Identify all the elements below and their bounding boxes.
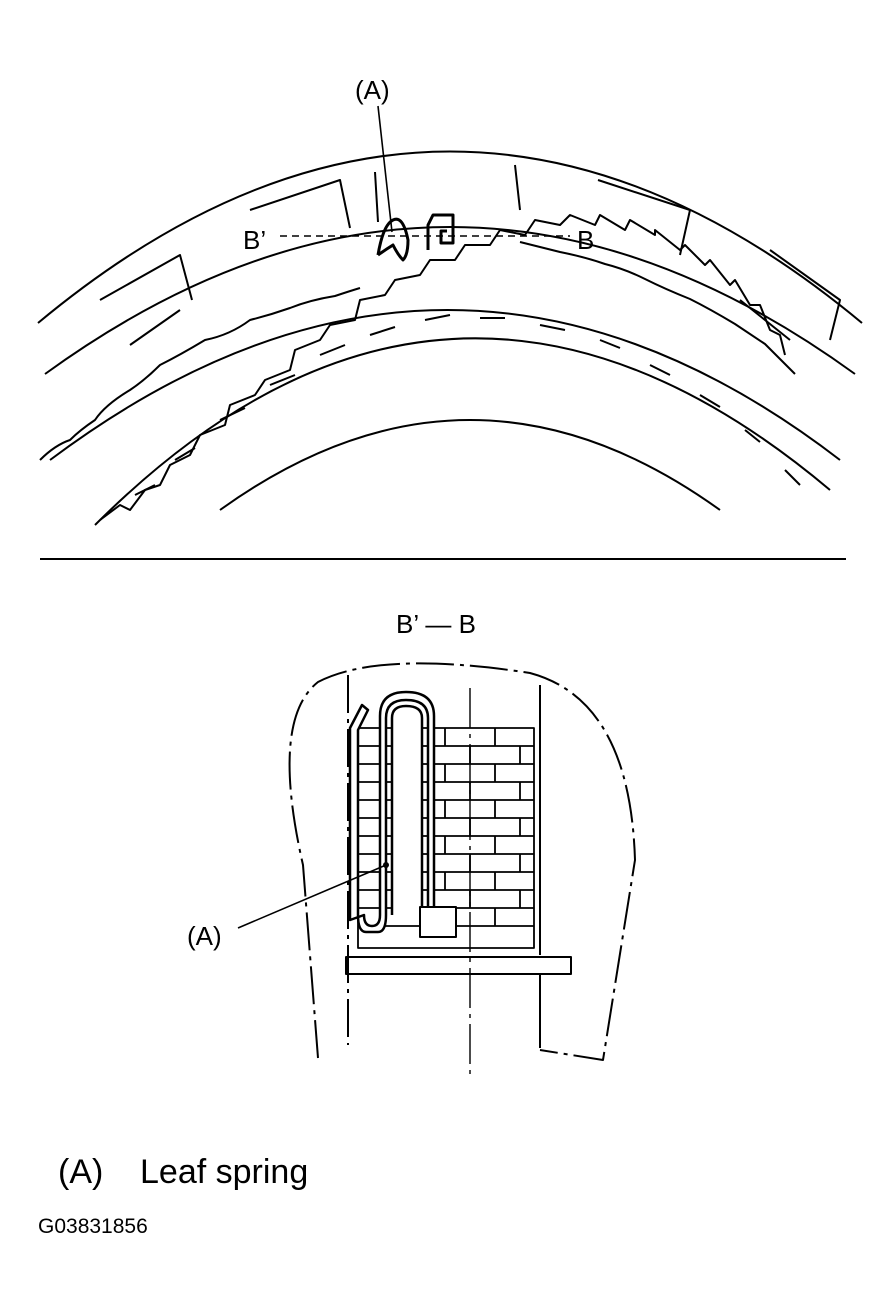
plate-wave-edge-right <box>519 241 796 375</box>
plate-wave-edge <box>39 287 361 461</box>
retainer-block-section <box>419 906 457 938</box>
clutch-drum-top-view <box>37 150 863 526</box>
section-outline <box>288 662 636 1061</box>
section-label-right: B <box>577 225 594 255</box>
drum-outer-edge <box>37 150 863 324</box>
hub-inner-arc <box>219 419 721 511</box>
leaf-spring-section-inner <box>390 704 424 915</box>
plate-outer-ring <box>49 309 841 461</box>
callout-leader-top <box>377 105 393 233</box>
section-base-plate <box>345 956 572 975</box>
section-view-title: B’ — B <box>396 609 476 639</box>
callout-a-section: (A) <box>187 921 222 951</box>
callout-dot-section <box>383 862 389 868</box>
hub-spline-teeth-inner <box>134 314 801 496</box>
leaf-spring-section-outer <box>348 690 436 934</box>
section-label-left: B’ <box>243 225 266 255</box>
drum-inner-edge <box>44 226 856 375</box>
callout-a-top: (A) <box>355 75 390 105</box>
legend-key: (A) <box>58 1153 104 1191</box>
figure-id: G03831856 <box>38 1215 148 1238</box>
retainer-clip-top <box>426 213 455 250</box>
section-b-b-view <box>237 662 636 1080</box>
hub-spline-teeth <box>99 214 786 521</box>
leaf-spring-top <box>376 217 410 262</box>
callout-leader-section <box>237 864 387 929</box>
drum-slots <box>99 164 841 346</box>
legend-text: Leaf spring <box>140 1153 309 1191</box>
